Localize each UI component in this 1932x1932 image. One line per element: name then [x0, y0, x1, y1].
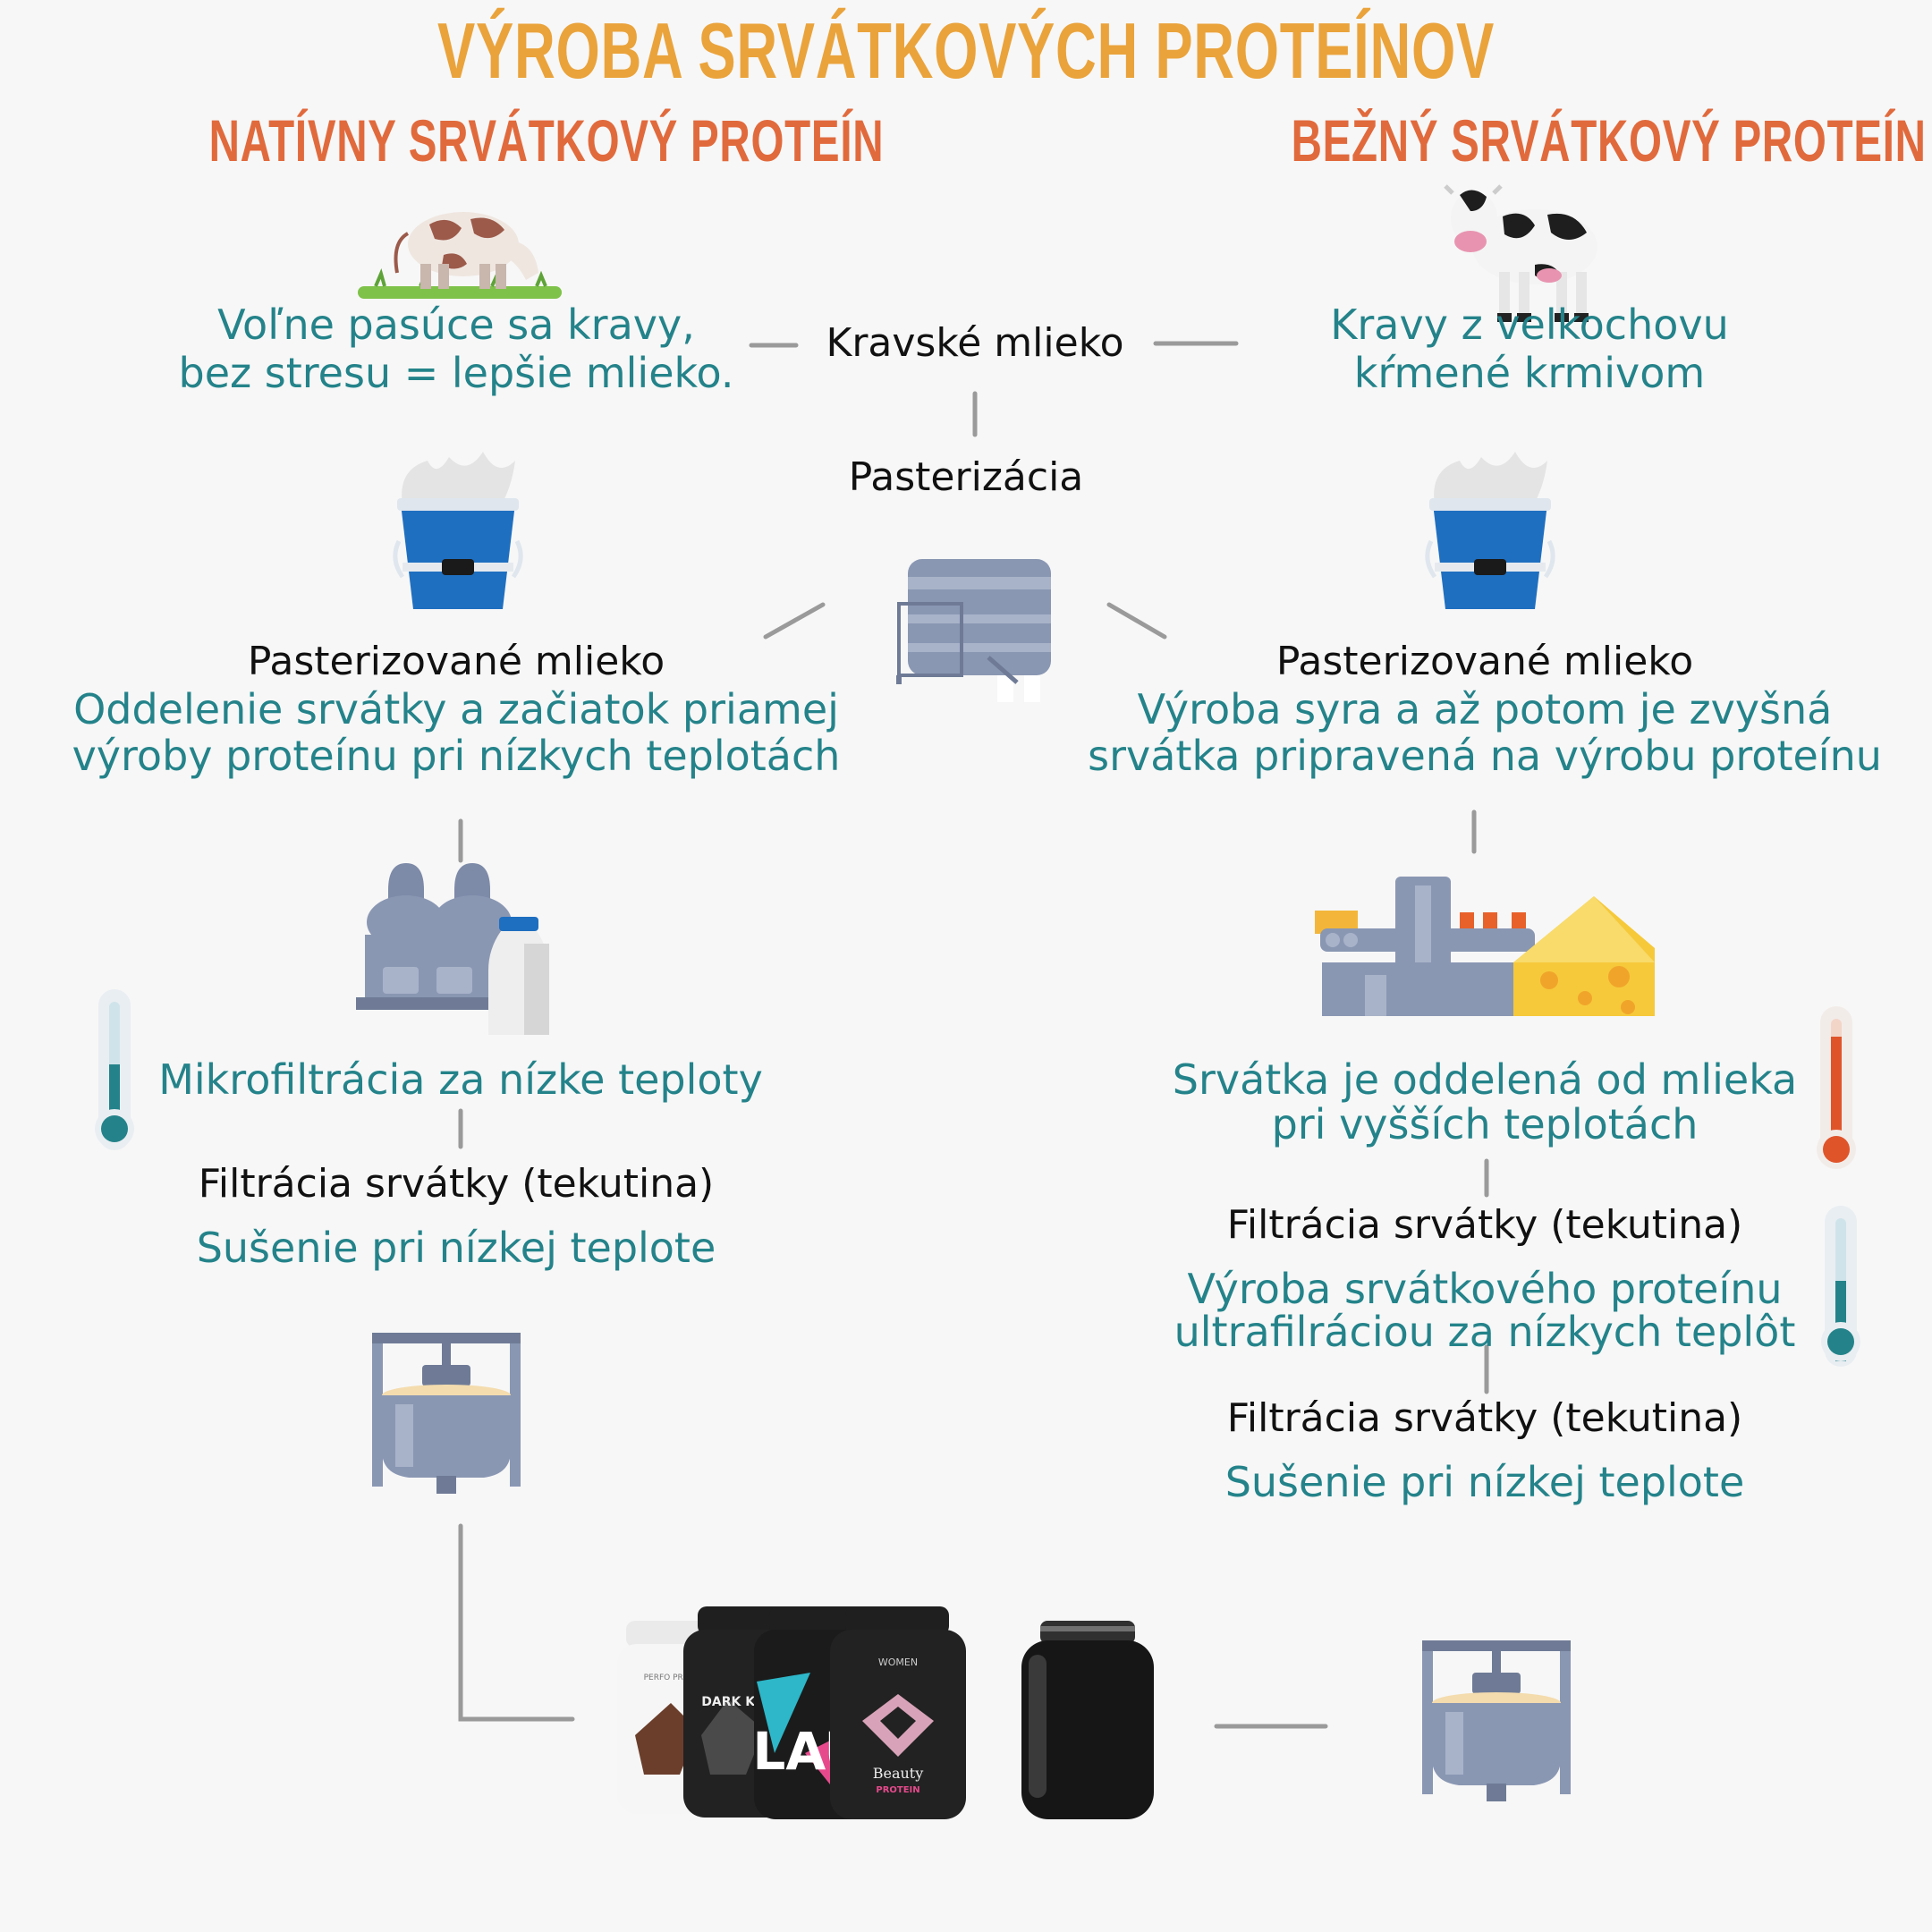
- right-separation-line2: pri vyšších teplotách: [1271, 1100, 1699, 1148]
- right-column-heading: BEŽNÝ SRVÁTKOVÝ PROTEÍN: [1291, 107, 1927, 174]
- native-protein-jars: PERFO PROT DARK KN LAU WOMEN Beauty PROT…: [617, 1606, 966, 1819]
- cheese-factory-icon: [1315, 877, 1655, 1016]
- drying-vat-icon: [372, 1333, 521, 1494]
- right-pasteurized-milk: Pasterizované mlieko: [1275, 639, 1694, 684]
- left-cows-line1: Voľne pasúce sa kravy,: [217, 301, 695, 349]
- right-separation-line1: Srvátka je oddelená od mlieka: [1172, 1055, 1798, 1104]
- right-whey-filtration-2: Filtrácia srvátky (tekutina): [1226, 1395, 1743, 1441]
- jar4-sub2: PROTEIN: [876, 1785, 919, 1795]
- page-title: VÝROBA SRVÁTKOVÝCH PROTEÍNOV: [437, 6, 1495, 95]
- connector-left-diagonal: [763, 602, 826, 640]
- connector-lines: [458, 341, 1489, 1729]
- milk-bucket-icon: [393, 452, 523, 609]
- right-cows-line2: kŕmené krmivom: [1353, 349, 1706, 397]
- left-whey-filtration: Filtrácia srvátky (tekutina): [198, 1161, 715, 1207]
- right-drying: Sušenie pri nízkej teplote: [1224, 1458, 1745, 1506]
- right-cows-line1: Kravy z velkochovu: [1330, 301, 1729, 349]
- connector-right-diagonal: [1106, 602, 1167, 640]
- left-cows-line2: bez stresu = lepšie mlieko.: [178, 349, 734, 397]
- thermometer-hot-icon: [1817, 1006, 1856, 1169]
- grazing-cow-icon: [358, 212, 562, 299]
- right-cheese-line1: Výroba syra a až potom je zvyšná: [1137, 685, 1833, 733]
- jar2-label: DARK KN: [701, 1695, 766, 1709]
- left-separation-line2: výroby proteínu pri nízkych teplotách: [72, 732, 841, 780]
- left-microfiltration: Mikrofiltrácia za nízke teploty: [158, 1055, 763, 1104]
- pasteurizer-icon: [896, 559, 1051, 702]
- right-cheese-line2: srvátka pripravená na výrobu proteínu: [1088, 732, 1882, 780]
- left-column-heading: NATÍVNY SRVÁTKOVÝ PROTEÍN: [208, 107, 885, 174]
- drying-vat-icon-right: [1422, 1640, 1571, 1801]
- thermometer-cold-right-icon: [1821, 1206, 1860, 1367]
- farm-cow-icon: [1444, 184, 1597, 322]
- milk-bucket-icon-right: [1425, 452, 1555, 609]
- left-drying: Sušenie pri nízkej teplote: [196, 1224, 716, 1272]
- right-ultra-line1: Výroba srvátkového proteínu: [1187, 1265, 1783, 1313]
- generic-protein-jar: [1021, 1621, 1154, 1819]
- cow-milk-label: Kravské mlieko: [826, 320, 1124, 366]
- left-pasteurized-milk: Pasterizované mlieko: [247, 639, 665, 684]
- protein-jar-beauty: WOMEN Beauty PROTEIN: [830, 1606, 966, 1819]
- dairy-factory-icon: [356, 863, 549, 1035]
- connector-left-products: [458, 1523, 575, 1722]
- thermometer-cold-left-icon: [95, 989, 134, 1150]
- pasteurization-label: Pasterizácia: [848, 454, 1084, 500]
- left-separation-line1: Oddelenie srvátky a začiatok priamej: [73, 685, 839, 733]
- jar4-sub: Beauty: [873, 1765, 924, 1782]
- right-whey-filtration-1: Filtrácia srvátky (tekutina): [1226, 1202, 1743, 1248]
- jar4-label: WOMEN: [878, 1657, 918, 1668]
- right-ultra-line2: ultrafilráciou za nízkych teplôt: [1174, 1308, 1796, 1356]
- jar1-label: PERFO PROT: [644, 1674, 695, 1682]
